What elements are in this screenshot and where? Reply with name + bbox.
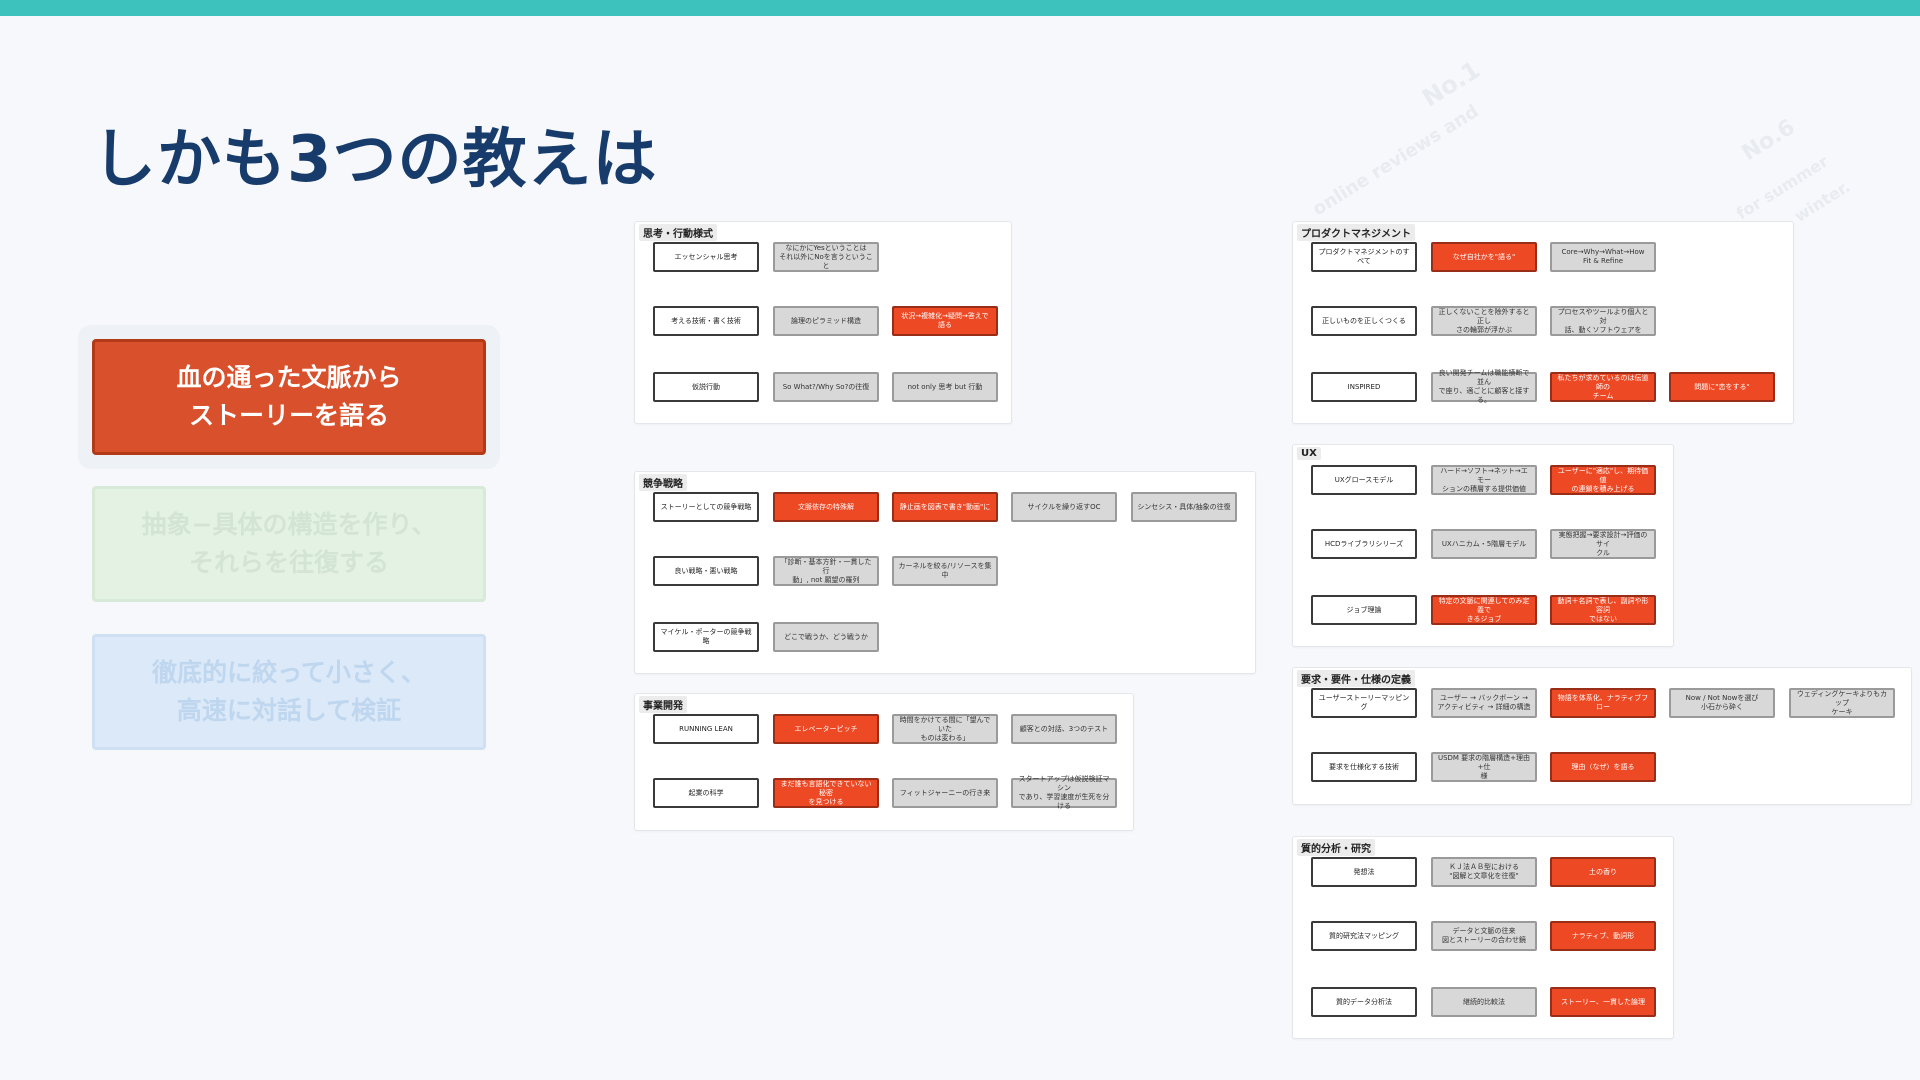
panel-5: UX UXグロースモデルハード→ソフト→ネット→エモーションの積層する提供価値ユー…	[1292, 444, 1674, 647]
mindmap-node: ウェディングケーキよりもカップケーキ	[1789, 688, 1895, 718]
mindmap-node: Now / Not Nowを選び小石から砕く	[1669, 688, 1775, 718]
mindmap-node: 実態把握→要求設計→評価のサイクル	[1550, 529, 1656, 559]
mindmap-node: INSPIRED	[1311, 372, 1417, 402]
mindmap-node: 質的データ分析法	[1311, 987, 1417, 1017]
mindmap-node: 質的研究法マッピング	[1311, 921, 1417, 951]
mindmap-node: 問題に"恋をする"	[1669, 372, 1775, 402]
mindmap-node: 特定の文脈に関連してのみ定義できるジョブ	[1431, 595, 1537, 625]
panel-4: プロダクトマネジメントプロダクトマネジメントのすべてなぜ自社かを"語る" Core…	[1292, 221, 1794, 424]
mindmap-node: 状況→複雑化→疑問→答えで語る	[892, 306, 998, 336]
mindmap-node: 良い戦略・悪い戦略	[653, 556, 759, 586]
mindmap-node: エッセンシャル思考	[653, 242, 759, 272]
panel-7: 質的分析・研究発想法 ＫＪ法ＡＢ型における"図解と文章化を往復" 土の香り質的研究法…	[1292, 836, 1674, 1039]
mindmap-node: 時間をかけてる間に「望んでいたものは変わる」	[892, 714, 998, 744]
mindmap-node: 継続的比較法	[1431, 987, 1537, 1017]
mindmap-node: フィットジャーニーの行き来	[892, 778, 998, 808]
mindmap-node: ユーザー → バックボーン →アクティビティ → 詳細の構造	[1431, 688, 1537, 718]
panel-1: 思考・行動様式エッセンシャル思考なにかにYesということはそれ以外にNoを言うと…	[634, 221, 1012, 424]
mindmap-node: 発想法	[1311, 857, 1417, 887]
mindmap-node: 「診断・基本方針・一貫した行動」, not 願望の羅列	[773, 556, 879, 586]
panel-label: 要求・要件・仕様の定義	[1297, 670, 1415, 687]
teaching-card-3: 徹底的に絞って小さく、高速に対話して検証	[92, 634, 486, 750]
mindmap-node: ハード→ソフト→ネット→エモーションの積層する提供価値	[1431, 465, 1537, 495]
mindmap-node: 理由（なぜ）を語る	[1550, 752, 1656, 782]
mindmap-node: データと文脈の往来図とストーリーの合わせ鏡	[1431, 921, 1537, 951]
mindmap-node: なにかにYesということはそれ以外にNoを言うということ	[773, 242, 879, 272]
mindmap-node: USDM 要求の階層構造+理由+仕様	[1431, 752, 1537, 782]
mindmap-node: UXハニカム・5階層モデル	[1431, 529, 1537, 559]
mindmap-node: HCDライブラリシリーズ	[1311, 529, 1417, 559]
mindmap-node: 起業の科学	[653, 778, 759, 808]
mindmap-node: プロセスやツールより個人と対話、動くソフトウェアを	[1550, 306, 1656, 336]
mindmap-node: not only 思考 but 行動	[892, 372, 998, 402]
mindmap-node: サイクルを繰り返すOC	[1011, 492, 1117, 522]
panel-label: 競争戦略	[639, 474, 687, 491]
mindmap-node: 良い開発チームは職能横断で並んで座り、適ごとに顧客と接する。	[1431, 369, 1537, 404]
mindmap-node: ジョブ理論	[1311, 595, 1417, 625]
top-accent-bar	[0, 0, 1920, 16]
mindmap-node: ストーリーとしての競争戦略	[653, 492, 759, 522]
mindmap-node: 顧客との対話、3つのテスト	[1011, 714, 1117, 744]
watermark-no1: No.1	[1417, 55, 1486, 113]
teaching-card-2: 抽象−具体の構造を作り、それらを往復する	[92, 486, 486, 602]
mindmap-node: 文脈依存の特殊解	[773, 492, 879, 522]
watermark-no6: No.6	[1737, 114, 1800, 167]
teaching-card-1: 血の通った文脈からストーリーを語る	[92, 339, 486, 455]
mindmap-node: カーネルを絞る/リソースを集中	[892, 556, 998, 586]
mindmap-node: プロダクトマネジメントのすべて	[1311, 242, 1417, 272]
panel-label: UX	[1297, 447, 1321, 460]
mindmap-node: ナラティブ、動詞形	[1550, 921, 1656, 951]
mindmap-node: 物語を体系化、ナラティブフロー	[1550, 688, 1656, 718]
mindmap-node: UXグロースモデル	[1311, 465, 1417, 495]
mindmap-node: 考える技術・書く技術	[653, 306, 759, 336]
mindmap-node: エレベーターピッチ	[773, 714, 879, 744]
watermark-online-reviews: online reviews and	[1308, 100, 1483, 221]
mindmap-node: So What?/Why So?の往復	[773, 372, 879, 402]
mindmap-node: RUNNING LEAN	[653, 714, 759, 744]
mindmap-node: シンセシス・具体/抽象の往復	[1131, 492, 1237, 522]
mindmap-node: ストーリー、一貫した論理	[1550, 987, 1656, 1017]
panel-2: 競争戦略ストーリーとしての競争戦略文脈依存の特殊解静止画を図表で書き"動画"にサ…	[634, 471, 1256, 674]
mindmap-node: スタートアップは仮説検証マシンであり、学習速度が生死を分ける	[1011, 775, 1117, 810]
mindmap-node: なぜ自社かを"語る"	[1431, 242, 1537, 272]
slide-title: しかも3つの教えは	[92, 123, 658, 197]
mindmap-node: 私たちが求めているのは伝道師のチーム	[1550, 372, 1656, 402]
mindmap-node: ユーザーに"適応"し、期待価値の連鎖を積み上げる	[1550, 465, 1656, 495]
panel-label: 思考・行動様式	[639, 224, 717, 241]
mindmap-node: どこで戦うか、どう戦うか	[773, 622, 879, 652]
mindmap-node: 正しいものを正しくつくる	[1311, 306, 1417, 336]
panel-label: プロダクトマネジメント	[1297, 224, 1415, 241]
panel-6: 要求・要件・仕様の定義ユーザーストーリーマッピングユーザー → バックボーン →…	[1292, 667, 1912, 805]
mindmap-node: ユーザーストーリーマッピング	[1311, 688, 1417, 718]
mindmap-node: ＫＪ法ＡＢ型における"図解と文章化を往復"	[1431, 857, 1537, 887]
mindmap-node: 静止画を図表で書き"動画"に	[892, 492, 998, 522]
mindmap-node: 正しくないことを除外すると正しさの輪郭が浮かぶ	[1431, 306, 1537, 336]
mindmap-node: 論理のピラミッド構造	[773, 306, 879, 336]
mindmap-node: 土の香り	[1550, 857, 1656, 887]
mindmap-node: マイケル・ポーターの競争戦略	[653, 622, 759, 652]
panel-label: 質的分析・研究	[1297, 839, 1375, 856]
mindmap-node: 仮説行動	[653, 372, 759, 402]
mindmap-node: まだ誰も言語化できていない秘密を見つける	[773, 778, 879, 808]
mindmap-node: 動詞＋名詞で表し、副詞や形容詞ではない	[1550, 595, 1656, 625]
mindmap-node: 要求を仕様化する技術	[1311, 752, 1417, 782]
panel-label: 事業開発	[639, 696, 687, 713]
